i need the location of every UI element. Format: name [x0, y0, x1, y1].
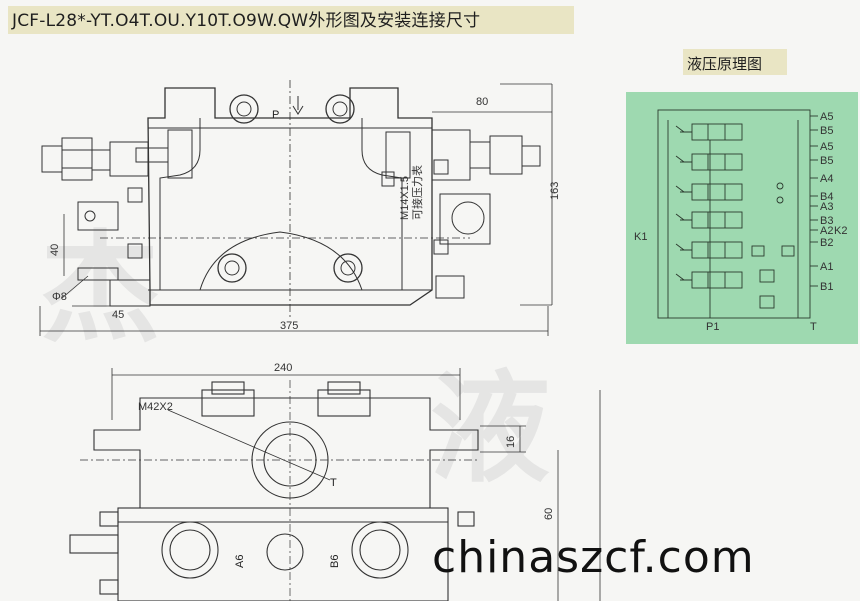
schematic-title: 液压原理图 [687, 55, 763, 73]
dim-phi8: Φ8 [52, 291, 67, 303]
dim-80: 80 [476, 96, 488, 108]
dim-16: 16 [505, 436, 517, 448]
port-p1-label: P1 [706, 321, 719, 333]
dim-60: 60 [543, 508, 555, 520]
watermark-char-2: 液 [430, 358, 550, 499]
front-view-dimensions [111, 368, 601, 601]
port-k1-label: K1 [634, 231, 647, 243]
port-t-label: T [330, 477, 337, 489]
port-a6-label: A6 [234, 555, 246, 568]
dim-45: 45 [112, 309, 124, 321]
gauge-thread-label: M14X1.5 [399, 176, 411, 220]
port-b3-label: B3 [820, 215, 833, 227]
title-banner [8, 6, 574, 34]
front-view [69, 380, 480, 601]
port-a5-label: A5 [820, 111, 833, 123]
port-a1-label: A1 [820, 261, 833, 273]
page-title: JCF-L28*-YT.O4T.OU.Y10T.O9W.QW外形图及安装连接尺寸 [12, 11, 481, 31]
website-watermark: chinaszcf.com [432, 532, 755, 583]
port-a2-label: A2 [820, 225, 833, 237]
top-view [41, 80, 541, 320]
thread-label: M42X2 [138, 401, 173, 413]
port-b5-label-2: B5 [820, 155, 833, 167]
top-view-dimensions [39, 83, 553, 336]
schematic-port-labels: A5 B5 A5 B5 A4 B4 A3 B3 A2 B2 A1 B1 K2 K… [634, 111, 847, 333]
port-a5-label-2: A5 [820, 141, 833, 153]
port-b4-label: B4 [820, 191, 833, 203]
gauge-note-label: 可接压力表 [410, 165, 424, 220]
dim-40: 40 [49, 244, 61, 256]
port-p-label: P [272, 109, 279, 121]
port-k2-label: K2 [834, 225, 847, 237]
port-b2-label: B2 [820, 237, 833, 249]
port-a3-label: A3 [820, 201, 833, 213]
dim-375: 375 [280, 320, 298, 332]
port-t-schem-label: T [810, 321, 817, 333]
schematic-title-banner [683, 49, 787, 75]
port-b1-label: B1 [820, 281, 833, 293]
port-b5-label: B5 [820, 125, 833, 137]
schematic-diagram [657, 109, 818, 319]
watermark-char-1: 杰 [40, 218, 160, 359]
dim-163: 163 [549, 182, 561, 200]
port-a4-label: A4 [820, 173, 833, 185]
dim-240: 240 [274, 362, 292, 374]
port-b6-label: B6 [329, 555, 341, 568]
